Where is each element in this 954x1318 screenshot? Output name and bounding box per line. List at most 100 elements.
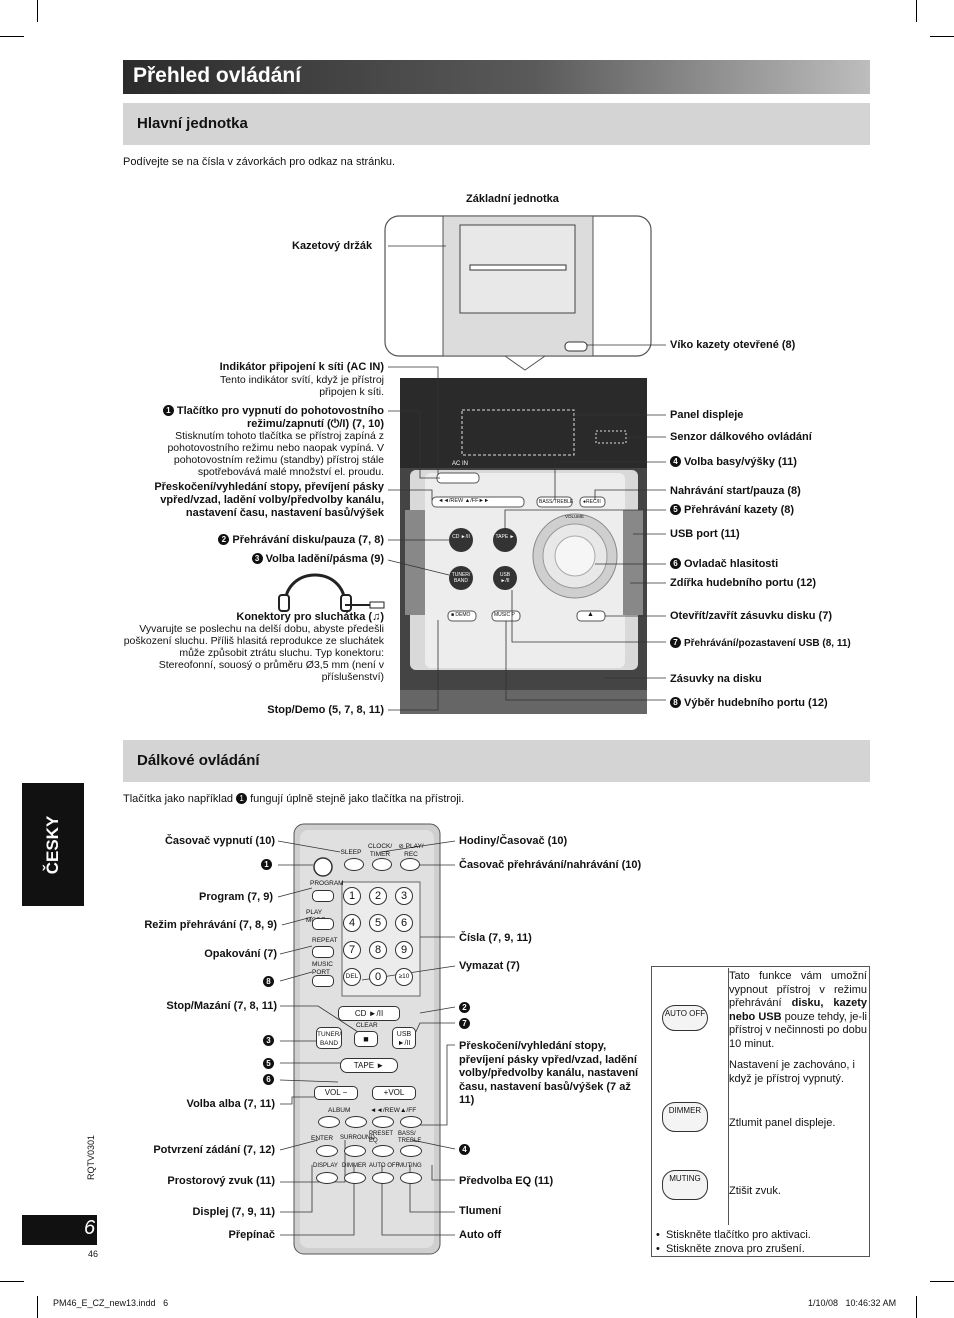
crop-mark <box>0 1281 24 1282</box>
intro-text: Podívejte se na čísla v závorkách pro od… <box>123 156 396 168</box>
label-music-port: 8 <box>200 976 277 988</box>
remote-sleep-button[interactable]: SLEEP <box>340 849 362 856</box>
remote-program-key[interactable] <box>312 890 334 902</box>
autooff-key-illustration: AUTO OFF <box>662 1005 708 1031</box>
footer-file: PM46_E_CZ_new13.indd 6 <box>53 1298 169 1308</box>
remote-surround-label: SURROUND <box>340 1135 375 1141</box>
remote-enter-label: ENTER <box>311 1135 334 1142</box>
unit-cd-button[interactable]: CD ►/II <box>452 534 470 540</box>
remote-album-down-button[interactable] <box>318 1116 340 1128</box>
note-headphones: Vyvarujte se poslechu na delší dobu, aby… <box>123 623 384 683</box>
callout-number: 4 <box>670 456 681 467</box>
remote-vol-minus-button[interactable]: VOL − <box>314 1086 358 1100</box>
unit-skip-buttons[interactable]: ◄◄/REW ▲/FF►► <box>438 498 490 504</box>
ac-in-indicator: AC IN <box>452 461 469 467</box>
remote-display-button[interactable] <box>316 1172 338 1184</box>
remote-usb-button[interactable]: USB ►/II <box>392 1027 416 1049</box>
doc-code: RQTV0301 <box>86 1134 96 1180</box>
bullet-item: • Stiskněte tlačítko pro aktivaci. <box>656 1229 811 1241</box>
label-skip-search: Přeskočení/vyhledání stopy, převíjení pá… <box>154 481 384 519</box>
remote-clock-timer-button[interactable]: CLOCK/ TIMER <box>368 843 393 858</box>
remote-enter-button[interactable] <box>316 1145 338 1157</box>
remote-bass-treble-button[interactable] <box>400 1145 422 1157</box>
unit-rec-button[interactable]: ●REC/II <box>583 499 601 505</box>
remote-digit-button[interactable]: 2 <box>369 887 387 905</box>
callout-number: 2 <box>218 534 230 545</box>
unit-open-close-button[interactable]: ▲ <box>587 611 594 618</box>
label-clear: Vymazat (7) <box>459 960 520 972</box>
remote-digit-button[interactable]: 1 <box>343 887 361 905</box>
label-enter: Potvrzení zádání (7, 12) <box>153 1144 275 1156</box>
remote-album-up-button[interactable] <box>345 1116 367 1128</box>
label-stop-demo: Stop/Demo (5, 7, 8, 11) <box>267 704 384 716</box>
label-headphones: Konektory pro sluchátka (♫) <box>236 611 384 623</box>
label-usb-port: USB port (11) <box>670 528 740 540</box>
remote-vol-plus-button[interactable]: +VOL <box>372 1086 416 1100</box>
remote-digit-button[interactable]: DEL <box>343 968 361 986</box>
unit-tuner-button[interactable]: TUNER/ BAND <box>451 572 471 584</box>
remote-program-button[interactable]: PROGRAM <box>310 880 344 887</box>
remote-digit-button[interactable]: 6 <box>395 914 413 932</box>
info-bullets: • Stiskněte tlačítko pro aktivaci. • Sti… <box>656 1228 811 1256</box>
callout-number: 1 <box>236 793 248 804</box>
autooff-note: Nastavení je zachováno, i když je přístr… <box>729 1059 855 1085</box>
label-remote-volume: 6 <box>200 1074 277 1086</box>
unit-bass-treble-button[interactable]: BASS/TREBLE <box>539 499 574 505</box>
remote-clock-key[interactable] <box>372 858 392 871</box>
remote-playmode-key[interactable] <box>312 918 334 930</box>
remote-dimmer-button[interactable] <box>344 1172 366 1184</box>
note-power: Stisknutím tohoto tlačítka se přístroj z… <box>167 430 384 478</box>
remote-muting-button[interactable] <box>400 1172 422 1184</box>
remote-autooff-button[interactable] <box>372 1172 394 1184</box>
remote-digit-button[interactable]: 7 <box>343 941 361 959</box>
remote-play-rec-button[interactable]: ⊘ PLAY/ REC <box>398 843 424 858</box>
unit-music-port-button[interactable]: MUSIC P <box>494 612 515 618</box>
unit-tape-button[interactable]: TAPE ► <box>495 534 515 540</box>
remote-digit-button[interactable]: 0 <box>369 968 387 986</box>
note-ac-in: Tento indikátor svítí, když je přístroj … <box>220 374 384 398</box>
remote-rew-button[interactable] <box>372 1116 394 1128</box>
remote-digit-button[interactable]: 8 <box>369 941 387 959</box>
remote-cd-button[interactable]: CD ►/II <box>338 1006 400 1021</box>
callout-number: 1 <box>261 859 272 870</box>
dimmer-key-illustration: DIMMER <box>662 1102 708 1132</box>
remote-digit-button[interactable]: 3 <box>395 887 413 905</box>
remote-surround-button[interactable] <box>344 1145 366 1157</box>
remote-repeat-key[interactable] <box>312 946 334 958</box>
callout-number: 3 <box>251 553 263 564</box>
remote-playrec-key[interactable] <box>400 858 420 871</box>
remote-display-label: DISPLAY <box>313 1163 338 1169</box>
label-rec: Nahrávání start/pauza (8) <box>670 485 801 497</box>
section-title: Dálkové ovládání <box>137 752 260 769</box>
unit-stop-button[interactable]: ■ DEMO <box>451 612 471 618</box>
remote-ff-button[interactable] <box>400 1116 422 1128</box>
remote-tape-button[interactable]: TAPE ► <box>340 1058 398 1073</box>
label-play-mode: Režim přehrávání (7, 8, 9) <box>144 919 277 931</box>
remote-sleep-key[interactable] <box>344 858 364 871</box>
remote-music-key[interactable] <box>312 975 334 987</box>
remote-preset-eq-button[interactable] <box>372 1145 394 1157</box>
label-numbers: Čísla (7, 9, 11) <box>459 932 532 944</box>
remote-stop-button[interactable]: ■ <box>354 1031 378 1047</box>
remote-digit-button[interactable]: 4 <box>343 914 361 932</box>
unit-usb-button[interactable]: USB ►/II <box>499 572 511 584</box>
remote-music-port-button[interactable]: MUSIC PORT <box>312 961 333 976</box>
section-header-remote: Dálkové ovládání <box>123 740 870 782</box>
remote-tuner-button[interactable]: TUNER/ BAND <box>316 1027 342 1049</box>
remote-digit-button[interactable]: ≥10 <box>395 968 413 986</box>
remote-clear-label: CLEAR <box>356 1022 378 1029</box>
remote-repeat-button[interactable]: REPEAT <box>312 937 338 944</box>
remote-ff-label: ▲/FF <box>400 1107 417 1114</box>
label-remote-bass: 4 <box>459 1144 473 1156</box>
remote-digit-button[interactable]: 9 <box>395 941 413 959</box>
remote-digit-button[interactable]: 5 <box>369 914 387 932</box>
label-remote-power: 1 <box>200 859 275 871</box>
label-display: Displej (7, 9, 11) <box>192 1206 275 1218</box>
muting-key-illustration: MUTING <box>662 1170 708 1200</box>
callout-number: 8 <box>670 697 681 708</box>
